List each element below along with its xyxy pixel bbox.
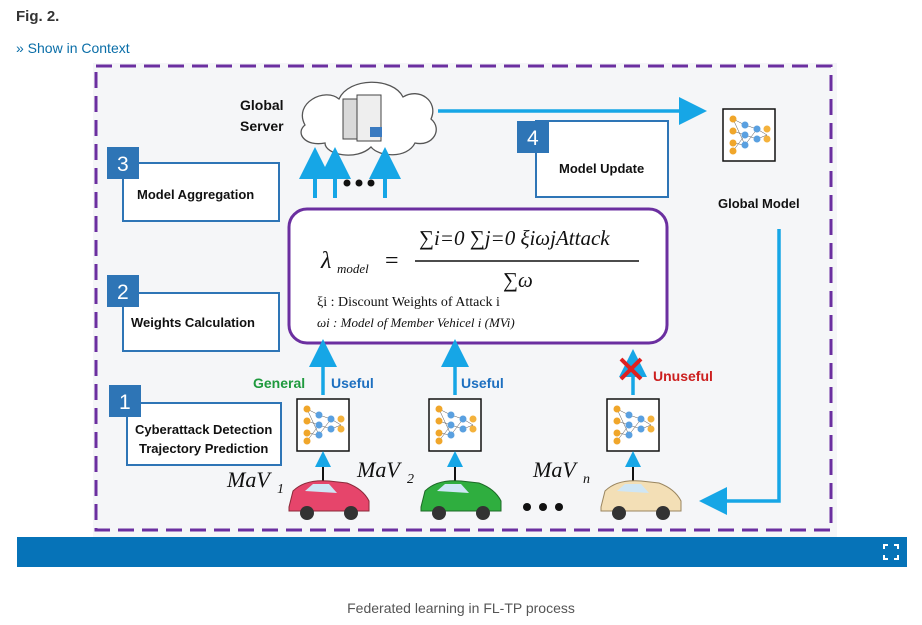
figure-image: Global Server Global Model 4 Model Updat… (93, 63, 837, 537)
vehicle-1-sub: 1 (277, 482, 284, 497)
dashed-border (94, 64, 833, 532)
svg-text:=: = (385, 248, 399, 274)
formula-lhs: λ (320, 248, 331, 274)
global-model-label: Global Model (718, 196, 800, 211)
step-1-number: 1 (119, 391, 131, 414)
car-1-icon (288, 480, 370, 520)
step-2-label: Weights Calculation (131, 315, 255, 330)
car-n-icon (600, 480, 682, 520)
tag-useful-2: Useful (461, 375, 504, 391)
formula-def-2: ωi : Model of Member Vehicel i (MVi) (317, 315, 515, 330)
step-3-number: 3 (117, 153, 129, 176)
formula-numerator: ∑i=0 ∑j=0 ξiωjAttack (419, 226, 610, 250)
formula-lhs-sub: model (337, 261, 369, 276)
vehicle-n-sub: n (583, 472, 590, 487)
cloud-server-icon (300, 81, 437, 156)
cloud-label-server: Server (240, 118, 284, 134)
vehicle-1-label: MaV (226, 467, 272, 492)
step-4-number: 4 (527, 127, 539, 150)
tag-unuseful: Unuseful (653, 368, 713, 384)
figure-title: Fig. 2. (16, 8, 60, 25)
step-1-label-line1: Cyberattack Detection (135, 422, 272, 437)
vehicle-2-sub: 2 (407, 472, 414, 487)
formula-box (287, 207, 669, 345)
tag-general: General (253, 375, 305, 391)
formula-def-1: ξi : Discount Weights of Attack i (317, 295, 500, 310)
tag-useful-1: Useful (331, 375, 374, 391)
figure-caption: Federated learning in FL-TP process (347, 600, 575, 616)
formula-denominator: ∑ω (503, 268, 533, 292)
step-2-number: 2 (117, 281, 129, 304)
expand-icon[interactable] (883, 544, 899, 560)
step-1-label-line2: Trajectory Prediction (139, 441, 268, 456)
cloud-label-global: Global (240, 97, 284, 113)
step-4-label: Model Update (559, 161, 644, 176)
figure-toolbar (17, 537, 907, 567)
step-3-label: Model Aggregation (137, 187, 254, 202)
show-in-context-link[interactable]: » Show in Context (16, 40, 130, 56)
vehicle-n-label: MaV (532, 457, 578, 482)
car-2-icon (420, 480, 502, 520)
vehicle-2-label: MaV (356, 457, 402, 482)
x-mark-icon (619, 357, 643, 381)
